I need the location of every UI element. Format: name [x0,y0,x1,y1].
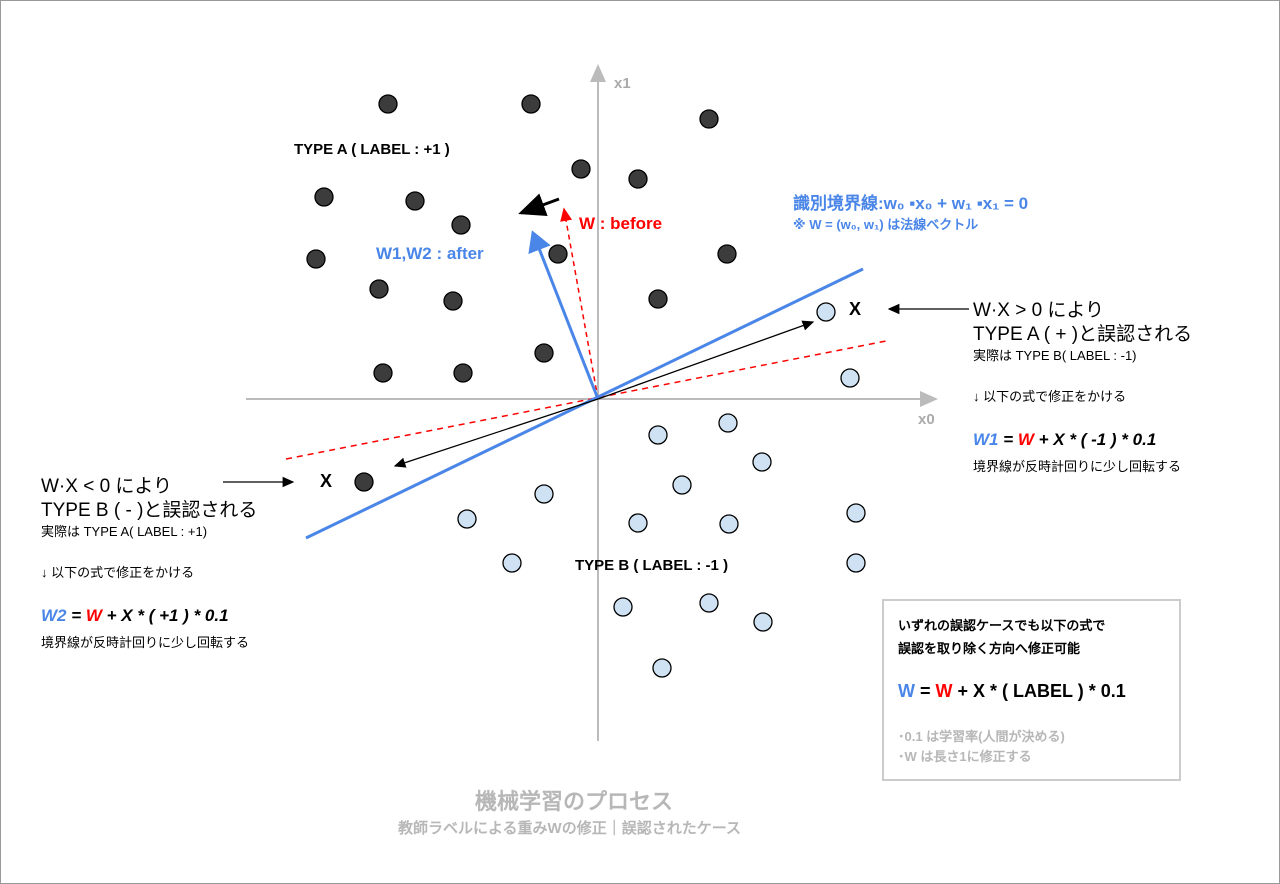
left-case-formula: W2 = W + X * ( +1 ) * 0.1 [41,606,229,626]
footer-title: 機械学習のプロセス [475,789,674,814]
left-case-result: 境界線が反時計回りに少し回転する [41,635,250,650]
type-a-point [314,187,334,207]
right-case-result: 境界線が反時計回りに少し回転する [973,459,1182,474]
right-case-line2: TYPE A ( + )と誤認される [973,324,1193,345]
type-b-point [816,302,836,322]
w-before-label: W : before [579,214,663,233]
type-b-point [840,368,860,388]
formula-rest: + X * ( -1 ) * 0.1 [1033,430,1157,449]
type-a-point [451,215,471,235]
summary-line1: いずれの誤認ケースでも以下の式で [898,618,1106,633]
w-after-label: W1,W2 : after [376,244,484,263]
type-b-point [652,658,672,678]
type-a-point [453,363,473,383]
type-a-point [628,169,648,189]
type-b-point [502,553,522,573]
misclassified-marker-right: X [849,299,862,319]
right-case-formula: W1 = W + X * ( -1 ) * 0.1 [973,430,1156,450]
type-b-point [672,475,692,495]
x-vector-left [393,398,599,468]
formula-rest: + X * ( +1 ) * 0.1 [101,606,229,625]
w-old-term: W [1017,430,1034,449]
left-case-arrow-text: ↓ 以下の式で修正をかける [41,565,195,580]
right-case-line3: 実際は TYPE B( LABEL : -1) [973,348,1137,363]
w1-term: W1 [973,430,999,449]
x1-axis-label: x1 [614,75,631,92]
type-a-point [373,363,393,383]
boundary-note: ※ W = (w₀, w₁) は法線ベクトル [793,217,979,232]
misclassified-marker-left: X [320,471,333,491]
type-b-point [846,503,866,523]
footer-subtitle: 教師ラベルによる重みWの修正｜誤認されたケース [398,820,741,837]
type-b-point [753,612,773,632]
summary-box: いずれの誤認ケースでも以下の式で 誤認を取り除く方向へ修正可能 W = W + … [882,599,1181,781]
type-b-point [648,425,668,445]
type-b-point [457,509,477,529]
summary-note1: ･0.1 は学習率(人間が決める) [898,729,1065,744]
rotation-arrow [518,193,560,216]
w-new-term: W [898,681,915,701]
eq: = [66,606,86,625]
summary-formula: W = W + X * ( LABEL ) * 0.1 [898,681,1126,702]
x0-axis-label: x0 [918,411,935,428]
type-a-point [405,191,425,211]
type-a-point [306,249,326,269]
type-b-point [846,553,866,573]
right-case-arrow-text: ↓ 以下の式で修正をかける [973,389,1127,404]
type-a-point [571,159,591,179]
old-boundary-line [285,340,887,460]
eq: = [915,681,936,701]
type-b-point [628,513,648,533]
right-case-line1: W·X > 0 により [973,300,1105,321]
left-case-line3: 実際は TYPE A( LABEL : +1) [41,524,208,539]
type-a-point [354,472,374,492]
type-b-point [613,597,633,617]
left-case-line1: W·X < 0 により [41,476,173,497]
type-a-point [378,94,398,114]
w2-term: W2 [41,606,67,625]
boundary-title: 識別境界線:w₀ ▪x₀ + w₁ ▪x₁ = 0 [793,194,1029,213]
formula-rest: + X * ( LABEL ) * 0.1 [952,681,1126,701]
type-a-point [369,279,389,299]
summary-line2: 誤認を取り除く方向へ修正可能 [898,641,1081,656]
type-a-point [699,109,719,129]
type-b-point [752,452,772,472]
w-old-term: W [85,606,102,625]
type-a-point [521,94,541,114]
type-a-point [443,291,463,311]
w-after-vector [528,230,600,400]
summary-note2: ･W は長さ1に修正する [898,749,1032,764]
left-case-line2: TYPE B ( - )と誤認される [41,500,258,521]
type-a-point [534,343,554,363]
type-b-label: TYPE B ( LABEL : -1 ) [575,557,729,574]
type-a-point [548,244,568,264]
type-b-point [718,413,738,433]
w-old-term: W [935,681,953,701]
type-a-point [648,289,668,309]
eq: = [998,430,1018,449]
type-a-point [717,244,737,264]
type-b-point [699,593,719,613]
type-b-point [534,484,554,504]
type-a-label: TYPE A ( LABEL : +1 ) [294,141,450,158]
type-b-point [719,514,739,534]
x-vector-right [597,320,815,400]
w-before-vector [560,207,599,400]
